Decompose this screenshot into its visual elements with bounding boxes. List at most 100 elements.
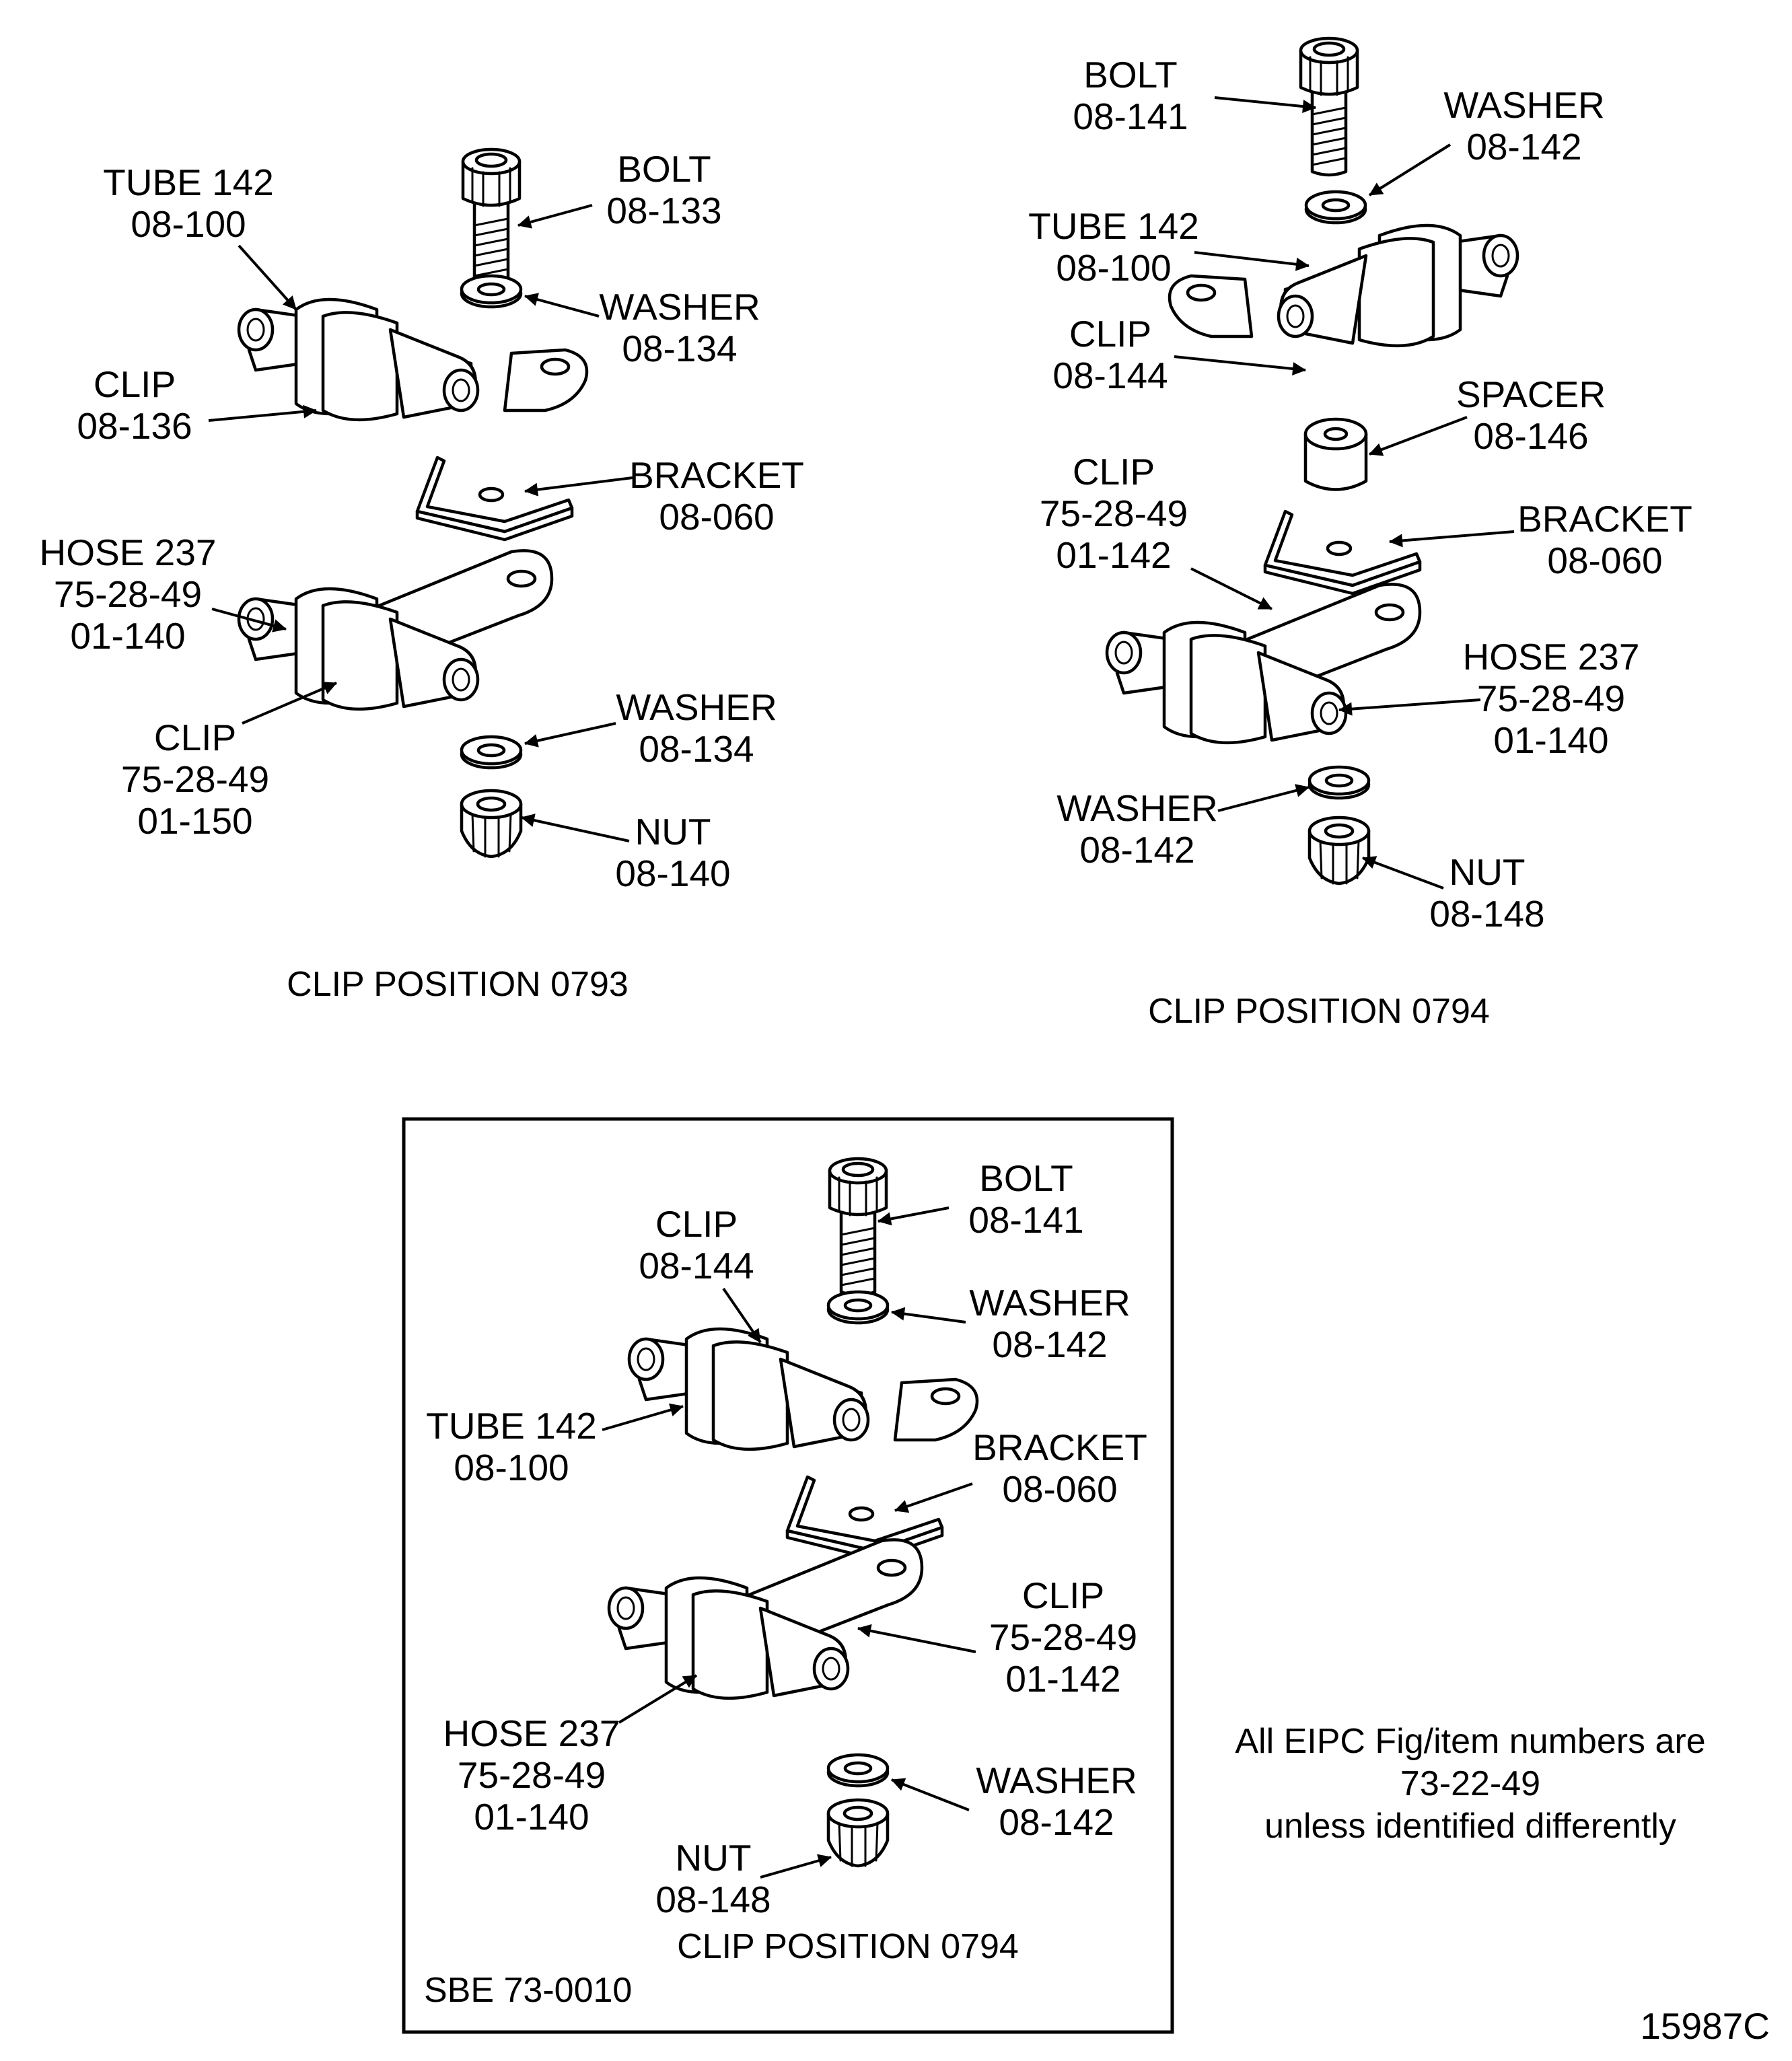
label-bracket-0794-title: BRACKET bbox=[1517, 498, 1692, 540]
washer-08-134-bottom bbox=[462, 737, 521, 768]
label-washer-bottom-0794-num: 08-142 bbox=[1079, 829, 1194, 871]
label-clip-upper-0794-title: CLIP bbox=[1069, 313, 1151, 355]
label-bracket-sbe-title: BRACKET bbox=[972, 1426, 1147, 1468]
label-clip-lower-0793-num2: 01-150 bbox=[137, 800, 252, 842]
label-bolt-0793-title: BOLT bbox=[617, 148, 711, 190]
label-clip-upper-0794-num: 08-144 bbox=[1052, 355, 1168, 396]
label-bolt-sbe-num: 08-141 bbox=[968, 1199, 1083, 1241]
label-hose-0794-num1: 75-28-49 bbox=[1477, 678, 1625, 719]
label-spacer-0794-num: 08-146 bbox=[1473, 415, 1588, 457]
eipc-note-line2: 73-22-49 bbox=[1400, 1764, 1540, 1803]
tube-clip-08-136 bbox=[239, 299, 587, 420]
hose-clip-01-142-sbe bbox=[609, 1540, 922, 1698]
label-bracket-0794-num: 08-060 bbox=[1547, 540, 1662, 581]
washer-08-142-top bbox=[1306, 192, 1365, 223]
label-bolt-sbe-title: BOLT bbox=[979, 1157, 1073, 1199]
label-clip-upper-sbe-title: CLIP bbox=[655, 1203, 738, 1245]
label-washer-top-0794-num: 08-142 bbox=[1466, 126, 1581, 168]
figure-number: 15987C bbox=[1640, 2005, 1770, 2047]
caption-0794: CLIP POSITION 0794 bbox=[1148, 992, 1490, 1031]
leader-lines-0793 bbox=[208, 204, 633, 842]
label-clip-lower-sbe-num2: 01-142 bbox=[1005, 1658, 1120, 1700]
label-bolt-0794-num: 08-141 bbox=[1073, 96, 1188, 137]
label-tube-0793-num: 08-100 bbox=[131, 203, 246, 245]
label-bolt-0794-title: BOLT bbox=[1083, 54, 1178, 96]
eipc-note-line3: unless identified differently bbox=[1264, 1807, 1676, 1846]
hose-clip-01-150 bbox=[239, 550, 552, 709]
service-bulletin-label: SBE 73-0010 bbox=[424, 1971, 632, 2010]
label-bolt-0793-num: 08-133 bbox=[606, 190, 721, 231]
label-washer-top-sbe-num: 08-142 bbox=[992, 1324, 1107, 1365]
label-clip-upper-0793-num: 08-136 bbox=[77, 405, 192, 447]
spacer-08-146 bbox=[1305, 419, 1366, 490]
label-hose-sbe-num1: 75-28-49 bbox=[458, 1754, 606, 1796]
label-bracket-0793-num: 08-060 bbox=[659, 496, 774, 538]
label-clip-lower-0794-num2: 01-142 bbox=[1056, 534, 1171, 576]
label-clip-lower-0794-num1: 75-28-49 bbox=[1040, 493, 1188, 534]
nut-08-140 bbox=[462, 791, 521, 857]
label-hose-sbe-title: HOSE 237 bbox=[443, 1712, 620, 1754]
bolt-08-133 bbox=[463, 149, 519, 286]
label-nut-0793-title: NUT bbox=[635, 811, 711, 853]
label-washer-top-0793-title: WASHER bbox=[599, 286, 760, 328]
label-washer-bottom-0793-num: 08-134 bbox=[639, 728, 754, 770]
label-tube-0794-num: 08-100 bbox=[1056, 247, 1171, 289]
caption-sbe: CLIP POSITION 0794 bbox=[677, 1927, 1019, 1966]
label-bracket-0793-title: BRACKET bbox=[629, 454, 804, 496]
label-hose-0794-num2: 01-140 bbox=[1493, 719, 1608, 761]
label-washer-bottom-sbe-num: 08-142 bbox=[999, 1801, 1114, 1843]
label-hose-sbe-num2: 01-140 bbox=[474, 1796, 589, 1838]
label-clip-upper-0793-title: CLIP bbox=[94, 363, 176, 405]
label-tube-0794-title: TUBE 142 bbox=[1028, 205, 1199, 247]
eipc-note-line1: All EIPC Fig/item numbers are bbox=[1235, 1722, 1705, 1761]
washer-08-134-top bbox=[462, 276, 521, 307]
label-washer-bottom-0793-title: WASHER bbox=[616, 686, 777, 728]
nut-08-148-sbe bbox=[828, 1800, 888, 1866]
label-hose-0794-title: HOSE 237 bbox=[1463, 636, 1640, 678]
label-tube-0793-title: TUBE 142 bbox=[103, 161, 274, 203]
caption-0793: CLIP POSITION 0793 bbox=[287, 965, 629, 1004]
bracket-08-060 bbox=[417, 458, 572, 540]
label-nut-0794-title: NUT bbox=[1449, 851, 1525, 893]
label-washer-bottom-sbe-title: WASHER bbox=[976, 1760, 1137, 1801]
label-clip-lower-0793-title: CLIP bbox=[154, 717, 236, 758]
label-washer-top-0793-num: 08-134 bbox=[622, 328, 737, 369]
label-washer-top-0794-title: WASHER bbox=[1443, 84, 1604, 126]
label-clip-upper-sbe-num: 08-144 bbox=[639, 1245, 754, 1287]
label-hose-0793-num2: 01-140 bbox=[70, 615, 185, 657]
label-hose-0793-title: HOSE 237 bbox=[40, 532, 217, 573]
bracket-08-060-0794 bbox=[1265, 511, 1420, 593]
tube-clip-08-144-sbe bbox=[629, 1329, 977, 1449]
label-hose-0793-num1: 75-28-49 bbox=[54, 573, 202, 615]
label-clip-lower-sbe-num1: 75-28-49 bbox=[989, 1616, 1137, 1658]
sbe-frame bbox=[402, 1117, 1174, 2034]
leader-lines-sbe bbox=[602, 1206, 976, 1879]
leader-lines-0794 bbox=[1174, 96, 1515, 890]
